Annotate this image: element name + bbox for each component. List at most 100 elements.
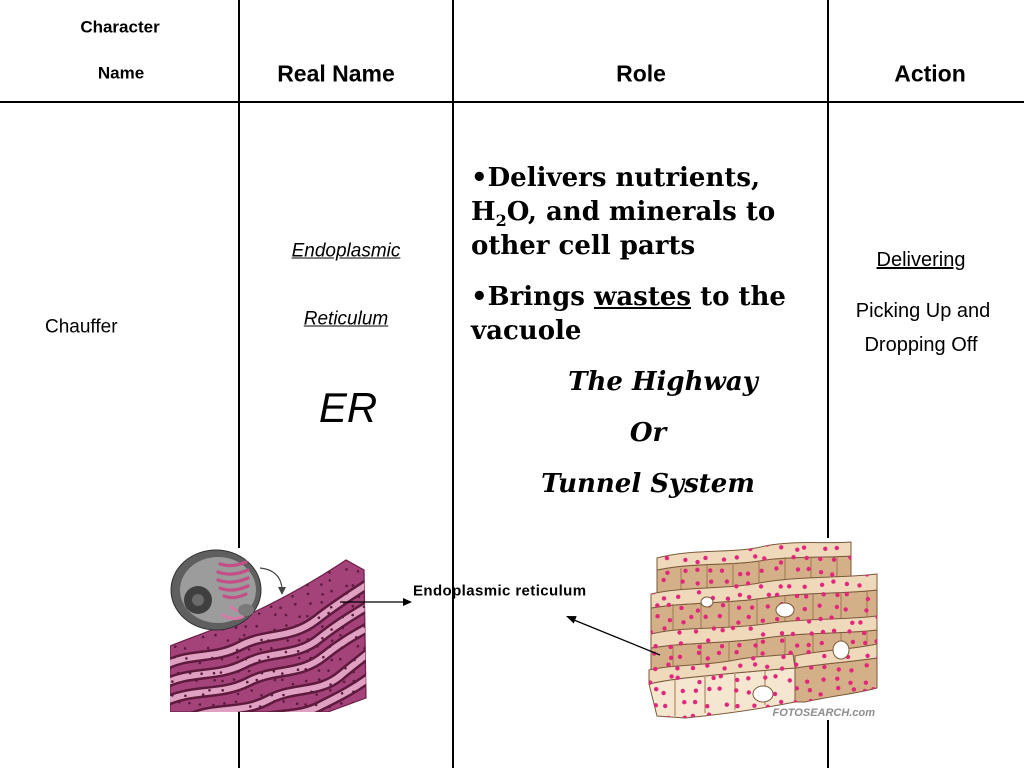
- ribosome-dot: [772, 691, 778, 697]
- er-ribosome-dot: [200, 672, 203, 675]
- ribosome-dot: [861, 630, 867, 636]
- ribosome-dot: [775, 617, 780, 622]
- ribosome-dot: [831, 628, 837, 633]
- column-divider-3: [827, 0, 829, 768]
- ribosome-dot: [795, 567, 801, 572]
- er-ribosome-dot: [352, 670, 355, 674]
- ribosome-dot: [857, 583, 862, 588]
- ribosome-dot: [788, 650, 793, 655]
- ribosome-dot: [836, 685, 841, 691]
- er-ribosome-dot: [234, 626, 238, 629]
- er-ribosome-dot: [171, 694, 174, 697]
- er-ribosome-dot: [340, 702, 343, 705]
- ribosome-dot: [864, 608, 869, 613]
- ribosome-dot: [652, 651, 657, 656]
- er-ribosome-dot: [309, 602, 312, 605]
- ribosome-dot: [830, 572, 835, 577]
- ribosome-dot: [717, 686, 722, 691]
- ribosome-dot: [734, 688, 739, 693]
- ribosome-dot: [696, 650, 702, 655]
- ribosome-dot: [752, 703, 757, 708]
- er-ribosome-dot: [306, 650, 309, 653]
- er-ribosome-dot: [249, 705, 252, 708]
- ribosome-dot: [779, 699, 784, 705]
- ribosome-dot: [779, 631, 785, 636]
- er-ribosome-dot: [224, 646, 227, 649]
- er-ribosome-dot: [291, 594, 294, 598]
- er-ribosome-dot: [255, 678, 259, 682]
- ribosome-dot: [794, 686, 799, 691]
- ribosome-dot: [677, 630, 682, 635]
- ribosome-dot: [720, 603, 726, 608]
- er-ribosome-dot: [247, 648, 251, 651]
- ribosome-dot: [787, 584, 792, 589]
- ribosome-dot: [819, 640, 824, 646]
- er-ribosome-dot: [186, 679, 189, 683]
- ribosome-dot: [774, 592, 780, 597]
- character-name-cell: Chauffer: [45, 316, 118, 338]
- ribosome-dot: [734, 650, 739, 655]
- er-ribosome-dot: [351, 604, 355, 608]
- er-ribosome-dot: [284, 613, 288, 617]
- er-ribosome-dot: [238, 638, 242, 641]
- ribosome-dot: [844, 581, 850, 587]
- ribosome-dot: [696, 590, 702, 595]
- er-ribosome-dot: [308, 628, 311, 632]
- header-real-name: Real Name: [277, 60, 395, 87]
- er-ribosome-dot: [345, 592, 349, 595]
- er-ribosome-dot: [212, 671, 216, 675]
- ribosome-dot: [875, 614, 877, 620]
- er-ribosome-dot: [226, 639, 230, 642]
- er-ribosome-dot: [185, 657, 188, 660]
- er-ribosome-dot: [352, 679, 356, 683]
- er-ribosome-dot: [210, 656, 214, 660]
- er-ribosome-dot: [341, 615, 345, 619]
- er-ribosome-dot: [282, 693, 285, 697]
- er-ribosome-dot: [315, 693, 318, 696]
- ribosome-dot: [794, 662, 799, 667]
- er-ribosome-dot: [329, 683, 332, 686]
- ribosome-dot: [773, 674, 778, 679]
- ribosome-dot: [820, 629, 826, 635]
- er-ribosome-dot: [258, 705, 262, 708]
- er-ribosome-dot: [317, 678, 321, 681]
- ribosome-dot: [804, 555, 809, 561]
- er-ribosome-dot: [291, 682, 295, 686]
- ribosome-dot: [760, 632, 766, 637]
- er-ribosome-dot: [214, 633, 217, 637]
- ribosome-dot: [822, 664, 827, 670]
- ribosome-dot: [851, 687, 857, 692]
- ribosome-dot: [683, 568, 688, 573]
- ribosome-dot: [653, 703, 658, 708]
- ribosome-dot: [653, 666, 658, 672]
- ribosome-dot: [834, 604, 840, 610]
- er-ribosome-dot: [183, 647, 187, 650]
- ribosome-dot: [747, 594, 752, 600]
- ribosome-dot: [682, 715, 687, 718]
- ribosome-dot: [667, 618, 673, 623]
- figure-label: Endoplasmic reticulum: [413, 582, 587, 600]
- ribosome-dot: [749, 605, 755, 610]
- ribosome-dot: [753, 643, 758, 648]
- ribosome-dot: [683, 557, 688, 563]
- er-ribosome-dot: [198, 703, 202, 706]
- ribosome-dot: [806, 566, 811, 572]
- ribosome-dot: [653, 644, 658, 649]
- ribosome-dot: [717, 613, 722, 619]
- ribosome-dot: [806, 649, 811, 655]
- er-ribosome-dot: [355, 636, 358, 639]
- real-name-line2: Reticulum: [303, 308, 389, 330]
- analogy-line3: Tunnel System: [541, 469, 755, 499]
- ribosome-dot: [682, 700, 687, 705]
- ribosome-dot: [668, 655, 674, 660]
- ribosome-dot: [662, 626, 667, 631]
- ribosome-dot: [865, 596, 871, 602]
- er-ribosome-dot: [281, 678, 284, 681]
- er-ribosome-dot: [270, 693, 274, 697]
- ribosome-dot: [680, 688, 685, 694]
- er-ribosome-dot: [269, 605, 273, 609]
- ribosome-dot: [734, 584, 739, 589]
- ribosome-dot: [705, 663, 710, 668]
- ribosome-dot: [708, 568, 713, 573]
- watermark: FOTOSEARCH.com: [773, 707, 876, 719]
